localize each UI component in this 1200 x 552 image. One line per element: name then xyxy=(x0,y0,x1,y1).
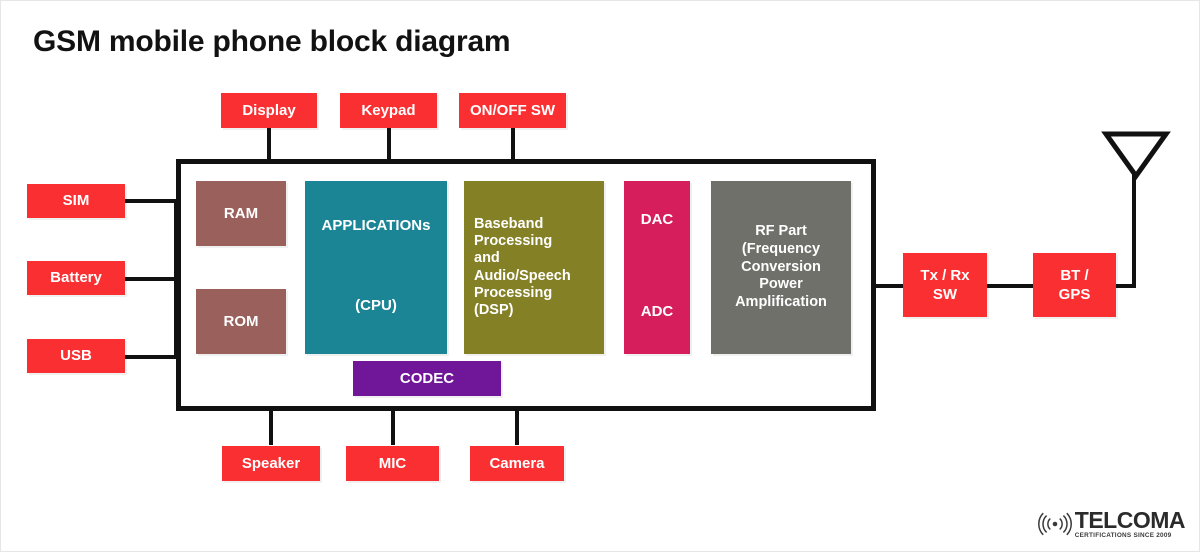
block-rf-line-3: Conversion xyxy=(741,258,821,275)
wire-camera-to-chassis xyxy=(515,407,519,445)
block-rf-line-4: Power xyxy=(759,276,803,293)
wire-display-to-chassis xyxy=(267,127,271,163)
block-camera-label: Camera xyxy=(489,454,545,472)
block-battery[interactable]: Battery xyxy=(27,261,125,295)
wire-mic-to-chassis xyxy=(391,407,395,445)
block-cpu-label: (CPU) xyxy=(355,296,397,314)
block-keypad-label: Keypad xyxy=(361,101,416,119)
block-dac-adc[interactable]: DAC ADC xyxy=(624,181,690,354)
wire-onoff-to-chassis xyxy=(511,127,515,163)
wire-btgps-to-antenna xyxy=(1114,284,1136,288)
logo-name: TELCOMA xyxy=(1074,506,1186,533)
wire-usb-to-bus xyxy=(125,355,178,359)
block-dac-label: DAC xyxy=(640,211,674,228)
block-bt-gps-line-2: GPS xyxy=(1058,286,1091,303)
block-applications-label: APPLICATIONs xyxy=(321,217,431,234)
block-mic-label: MIC xyxy=(378,454,407,472)
block-rom-label: ROM xyxy=(223,312,259,330)
antenna-icon xyxy=(1101,131,1171,181)
block-rf-line-1: RF Part xyxy=(755,223,807,240)
block-camera[interactable]: Camera xyxy=(470,446,564,481)
block-dsp-line-3: and xyxy=(474,250,500,267)
block-sim-label: SIM xyxy=(62,192,90,210)
block-usb[interactable]: USB xyxy=(27,339,125,373)
wire-antenna-mast xyxy=(1132,173,1136,286)
wire-chassis-to-txrx xyxy=(872,284,905,288)
block-tx-rx-sw[interactable]: Tx / Rx SW xyxy=(903,253,987,317)
signal-waves-icon xyxy=(1037,512,1072,536)
telcoma-logo: TELCOMA CERTIFICATIONS SINCE 2009 xyxy=(1037,506,1186,539)
block-dsp-line-2: Processing xyxy=(474,233,553,249)
block-display[interactable]: Display xyxy=(221,93,317,128)
block-ram[interactable]: RAM xyxy=(196,181,286,246)
block-ram-label: RAM xyxy=(223,204,259,222)
block-adc-label: ADC xyxy=(640,302,674,320)
block-onoff-sw[interactable]: ON/OFF SW xyxy=(459,93,566,128)
block-sim[interactable]: SIM xyxy=(27,184,125,218)
block-display-label: Display xyxy=(242,101,296,119)
block-bt-gps-line-1: BT / xyxy=(1060,266,1089,284)
wire-keypad-to-chassis xyxy=(387,127,391,163)
block-onoff-sw-label: ON/OFF SW xyxy=(470,101,555,119)
block-rom[interactable]: ROM xyxy=(196,289,286,354)
block-speaker[interactable]: Speaker xyxy=(222,446,320,481)
block-usb-label: USB xyxy=(60,347,92,365)
phone-chassis-outline xyxy=(176,159,876,411)
logo-wordmark: TELCOMA CERTIFICATIONS SINCE 2009 xyxy=(1074,506,1186,539)
block-rf-line-5: Amplification xyxy=(735,294,827,311)
block-speaker-label: Speaker xyxy=(241,454,301,472)
page-title: GSM mobile phone block diagram xyxy=(33,25,511,58)
block-codec[interactable]: CODEC xyxy=(353,361,501,396)
block-codec-label: CODEC xyxy=(399,369,455,387)
block-tx-rx-sw-line-1: Tx / Rx xyxy=(920,266,970,284)
logo-tagline: CERTIFICATIONS SINCE 2009 xyxy=(1074,531,1172,539)
block-battery-label: Battery xyxy=(50,269,102,287)
wire-sim-to-bus xyxy=(125,199,178,203)
block-dsp-line-5: Processing xyxy=(474,284,553,301)
block-rf-part[interactable]: RF Part (Frequency Conversion Power Ampl… xyxy=(711,181,851,354)
block-applications-cpu[interactable]: APPLICATIONs (CPU) xyxy=(305,181,447,354)
block-tx-rx-sw-line-2: SW xyxy=(932,286,958,303)
block-dsp-line-4: Audio/Speech xyxy=(474,267,571,284)
block-rf-line-2: (Frequency xyxy=(741,240,821,257)
wire-speaker-to-chassis xyxy=(269,407,273,445)
block-dsp-line-1: Baseband xyxy=(474,215,544,232)
wire-txrx-to-btgps xyxy=(985,284,1035,288)
wire-battery-to-bus xyxy=(125,277,178,281)
block-dsp-line-6: (DSP) xyxy=(474,302,514,318)
block-mic[interactable]: MIC xyxy=(346,446,439,481)
block-baseband-dsp[interactable]: Baseband Processing and Audio/Speech Pro… xyxy=(464,181,604,354)
block-keypad[interactable]: Keypad xyxy=(340,93,437,128)
block-bt-gps[interactable]: BT / GPS xyxy=(1033,253,1116,317)
